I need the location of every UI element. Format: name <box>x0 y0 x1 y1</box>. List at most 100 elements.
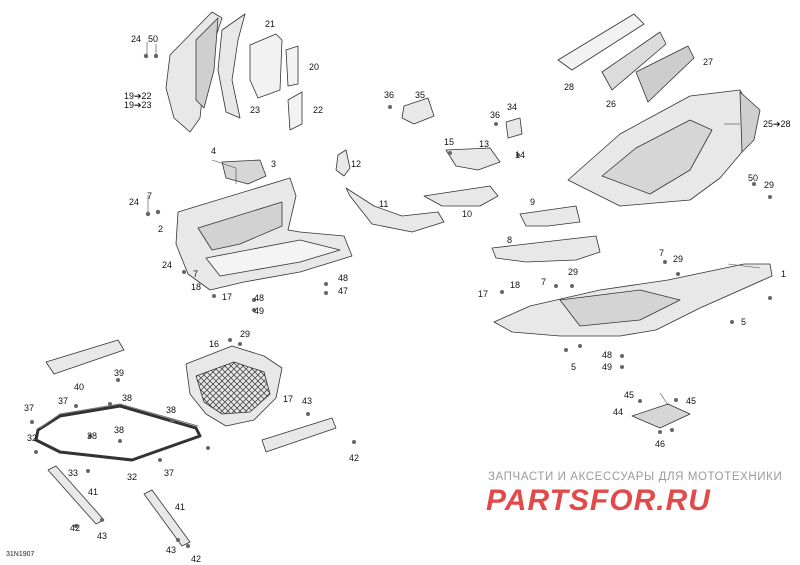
callout: 26 <box>606 99 616 109</box>
callout: 48 <box>338 273 348 283</box>
bracket-12 <box>335 149 351 177</box>
callout: 15 <box>444 137 454 147</box>
bracket-40 <box>45 339 125 375</box>
callout: 19➔23 <box>124 100 152 110</box>
callout: 40 <box>74 382 84 392</box>
clip-35 <box>401 97 435 125</box>
callout: 16 <box>209 339 219 349</box>
callout: 19➔22 <box>124 91 152 101</box>
side-panel-left <box>165 11 303 133</box>
trim-9 <box>519 205 581 227</box>
callout: 20 <box>309 62 319 72</box>
callout: 11 <box>379 199 388 209</box>
callout: 42 <box>191 554 201 564</box>
belly-pan <box>175 177 353 291</box>
callout: 50 <box>148 34 158 44</box>
callout: 29 <box>568 267 578 277</box>
trim-8 <box>491 235 601 263</box>
callout: 12 <box>351 159 361 169</box>
callout: 38 <box>166 405 176 415</box>
callout: 4 <box>211 146 216 156</box>
diagram-reference-code: 31N1907 <box>6 551 35 558</box>
bracket-42 <box>261 417 337 453</box>
callout: 32 <box>27 433 37 443</box>
callout: 36 <box>490 110 500 120</box>
callout: 25➔28 <box>763 119 791 129</box>
callout: 49 <box>254 306 264 316</box>
callout: 49 <box>602 362 612 372</box>
callout: 5 <box>571 362 576 372</box>
bracket-13 <box>445 147 501 171</box>
callout: 41 <box>88 487 98 497</box>
callout: 21 <box>265 19 275 29</box>
callout: 18 <box>191 282 201 292</box>
callout-labels: 24 50 19➔22 19➔23 21 20 23 22 4 3 7 24 2… <box>24 19 791 564</box>
callout: 42 <box>70 523 80 533</box>
callout: 43 <box>302 396 312 406</box>
watermark-logo: PARTSFOR.RU <box>486 484 711 517</box>
callout: 47 <box>338 286 348 296</box>
callout: 24 <box>129 197 139 207</box>
front-grille <box>185 345 283 427</box>
callout: 34 <box>507 102 517 112</box>
callout: 1 <box>781 269 786 279</box>
callout: 29 <box>764 180 774 190</box>
callout: 17 <box>283 394 293 404</box>
callout: 28 <box>564 82 574 92</box>
leader-lines <box>146 42 761 406</box>
callout: 41 <box>175 502 185 512</box>
strip-41-right <box>143 489 191 547</box>
callout: 38 <box>87 431 97 441</box>
callout: 43 <box>166 545 176 555</box>
strip-11 <box>345 187 445 233</box>
clip-34 <box>505 117 523 139</box>
callout: 29 <box>673 254 683 264</box>
callout: 5 <box>741 317 746 327</box>
callout: 39 <box>114 368 124 378</box>
callout: 17 <box>222 292 232 302</box>
bumper-tube <box>34 403 202 462</box>
callout: 18 <box>510 280 520 290</box>
callout: 36 <box>384 90 394 100</box>
callout: 46 <box>655 439 665 449</box>
callout: 29 <box>240 329 250 339</box>
callout: 23 <box>250 105 260 115</box>
callout: 43 <box>97 531 107 541</box>
callout: 37 <box>24 403 34 413</box>
callout: 24 <box>131 34 141 44</box>
callout: 44 <box>613 407 623 417</box>
callout: 38 <box>122 393 132 403</box>
callout: 45 <box>686 396 696 406</box>
callout: 48 <box>254 293 264 303</box>
callout: 14 <box>515 150 525 160</box>
callout: 45 <box>624 390 634 400</box>
callout: 7 <box>541 277 546 287</box>
callout: 13 <box>479 139 489 149</box>
callout: 33 <box>68 468 78 478</box>
callout: 7 <box>659 248 664 258</box>
callout: 10 <box>462 209 472 219</box>
callout: 17 <box>478 289 488 299</box>
callout: 27 <box>703 57 713 67</box>
hardware-dots <box>30 53 772 548</box>
front-fairing <box>557 13 761 207</box>
watermark-tagline: ЗАПЧАСТИ И АКСЕССУАРЫ ДЛЯ МОТОТЕХНИКИ <box>488 471 783 483</box>
callout: 37 <box>164 468 174 478</box>
callout: 2 <box>158 224 163 234</box>
callout: 48 <box>602 350 612 360</box>
side-rail-right <box>493 263 773 337</box>
callout: 37 <box>58 396 68 406</box>
callout: 32 <box>127 472 137 482</box>
callout: 9 <box>530 197 535 207</box>
callout: 42 <box>349 453 359 463</box>
callout: 35 <box>415 90 425 100</box>
callout: 8 <box>507 235 512 245</box>
callout: 7 <box>147 191 152 201</box>
callout: 24 <box>162 260 172 270</box>
callout: 22 <box>313 105 323 115</box>
callout: 50 <box>748 173 758 183</box>
bracket-4 <box>221 159 267 185</box>
skid-plate-44 <box>631 403 691 429</box>
